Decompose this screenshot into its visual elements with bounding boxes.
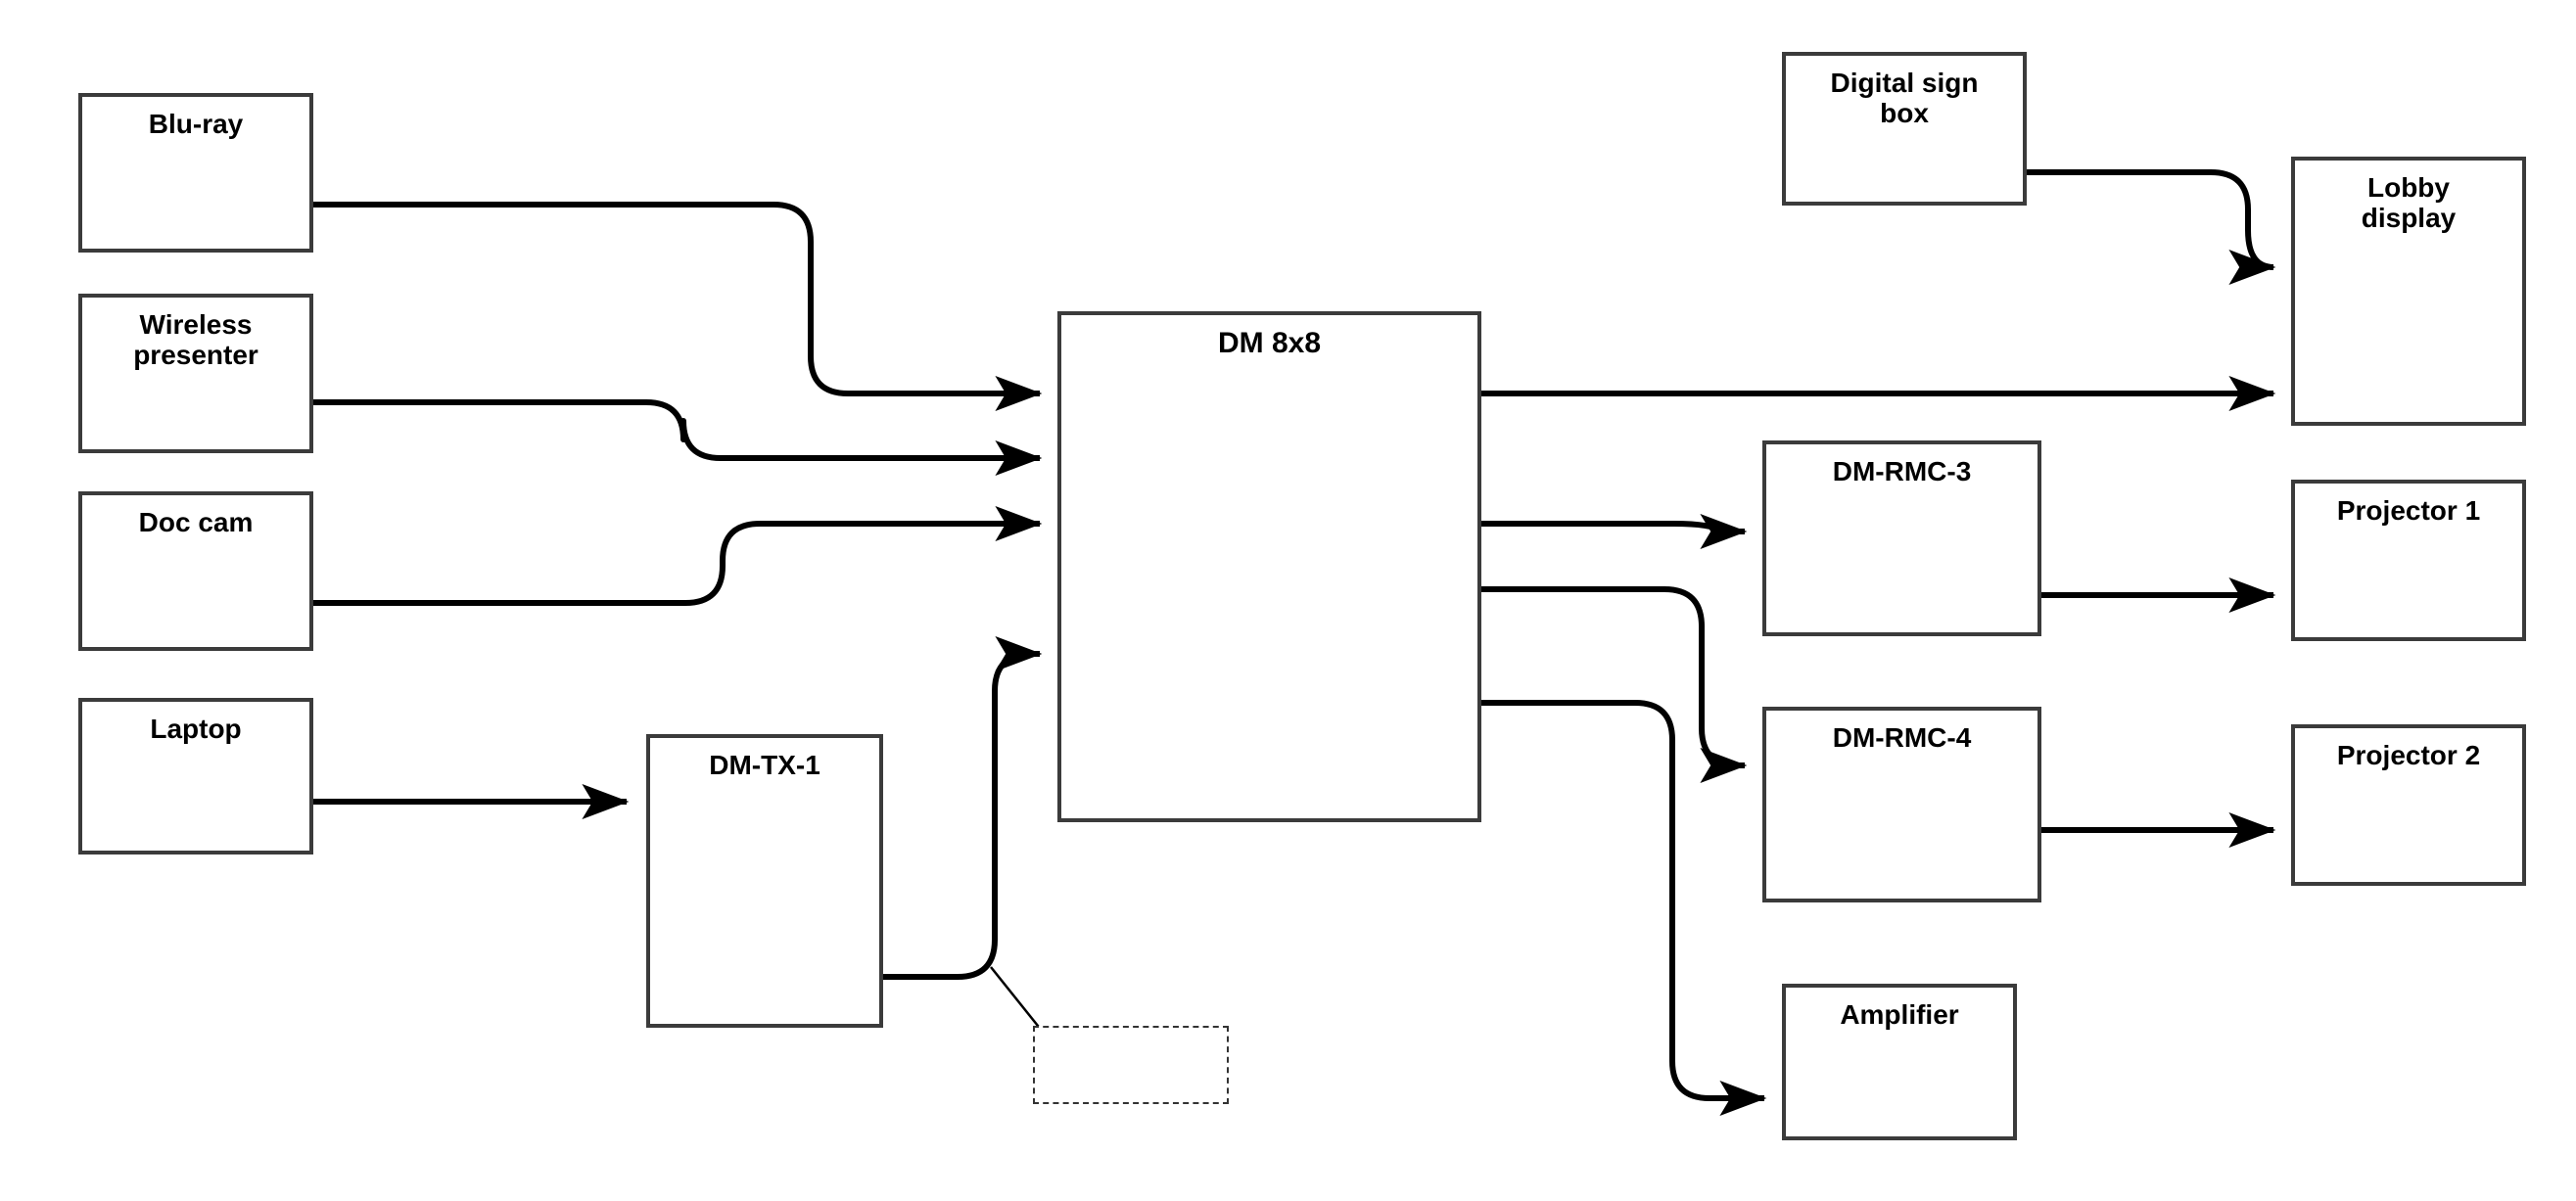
- wire-doccam-to-hdmiin3: [313, 505, 1043, 606]
- device-box-bluray[interactable]: Blu-ray: [78, 93, 313, 253]
- device-box-doccam[interactable]: Doc cam: [78, 491, 313, 651]
- wire-wireless-to-hdmiin2: [313, 399, 1043, 476]
- device-box-dm8x8[interactable]: DM 8x8: [1057, 311, 1481, 822]
- device-title-dm8x8: DM 8x8: [1217, 327, 1322, 359]
- device-title-doccam: Doc cam: [138, 507, 254, 537]
- wire-audioout1-to-amp: [1481, 700, 1767, 1116]
- device-box-projector2[interactable]: Projector 2: [2291, 724, 2526, 886]
- device-box-laptop[interactable]: Laptop: [78, 698, 313, 855]
- device-title-projector1: Projector 1: [2336, 495, 2481, 526]
- device-title-dmtx1: DM-TX-1: [709, 750, 820, 780]
- device-box-dmrmc3[interactable]: DM-RMC-3: [1762, 440, 2041, 636]
- device-title-projector2: Projector 2: [2336, 740, 2481, 770]
- wire-digitalsign-to-lobby1: [2027, 169, 2276, 285]
- device-title-bluray: Blu-ray: [148, 109, 244, 139]
- device-box-amplifier[interactable]: Amplifier: [1782, 984, 2017, 1140]
- wire-bluray-to-hdmiin1: [313, 202, 1043, 411]
- device-title-dmrmc4: DM-RMC-4: [1832, 722, 1972, 753]
- device-title-amplifier: Amplifier: [1840, 999, 1959, 1030]
- callout-dm-audio-video-note: [1033, 1026, 1229, 1104]
- wire-dmout3-to-rmc3: [1481, 513, 1748, 549]
- device-title-laptop: Laptop: [150, 714, 242, 744]
- device-box-projector1[interactable]: Projector 1: [2291, 480, 2526, 641]
- wire-dmtx1-to-dmin5: [883, 635, 1043, 980]
- device-title-dmrmc3: DM-RMC-3: [1832, 456, 1972, 486]
- wire-dmout4-to-rmc4: [1481, 586, 1748, 783]
- device-box-dmtx1[interactable]: DM-TX-1: [646, 734, 883, 1028]
- device-box-dmrmc4[interactable]: DM-RMC-4: [1762, 707, 2041, 902]
